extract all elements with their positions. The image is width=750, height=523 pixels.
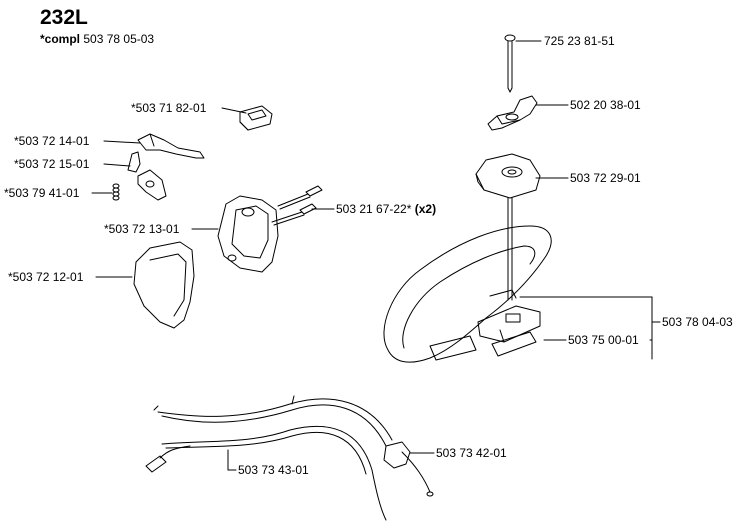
- handle-half-right-drawing: [217, 195, 279, 273]
- leader-p2: [221, 107, 247, 114]
- part-label-p10: *503 72 12-01: [8, 270, 84, 284]
- part-label-p1: 725 23 81-51: [544, 34, 615, 48]
- compl-prefix: *compl: [40, 32, 81, 46]
- compl-number: 503 78 05-03: [83, 32, 155, 46]
- part-label-p2: *503 71 82-01: [131, 101, 207, 115]
- handle-half-left-drawing: [133, 241, 195, 329]
- part-label-p14: 503 73 43-01: [238, 463, 309, 477]
- leader-p4: [103, 140, 141, 144]
- lockout-lever-drawing: [127, 151, 141, 173]
- part-label-p3: 502 20 38-01: [570, 98, 641, 112]
- part-label-p9: *503 72 13-01: [104, 222, 180, 236]
- long-screw-drawing: [504, 34, 516, 93]
- part-label-p5: *503 72 15-01: [14, 157, 90, 171]
- clamp-bracket-drawing: [477, 305, 541, 357]
- part-label-p7: *503 79 41-01: [4, 186, 80, 200]
- part-label-p11: 503 78 04-03: [662, 315, 733, 329]
- throttle-lever-drawing: [137, 133, 205, 159]
- spring-drawing: [112, 183, 120, 201]
- part-label-p6: 503 72 29-01: [570, 171, 641, 185]
- compl-line: *compl 503 78 05-03: [40, 32, 154, 46]
- part-label-p8: 503 21 67-22* (x2): [336, 202, 436, 216]
- part-qty-p8: (x2): [414, 202, 437, 216]
- part-label-p13: 503 73 42-01: [436, 446, 507, 460]
- loop-handle-drawing: [383, 225, 552, 363]
- part-label-p4: *503 72 14-01: [14, 134, 90, 148]
- cable-harness-drawing: [145, 395, 434, 521]
- wing-knob-drawing: [487, 95, 538, 131]
- part-number-p8: 503 21 67-22*: [336, 202, 412, 216]
- model-title: 232L: [40, 6, 88, 29]
- leader-p5: [103, 163, 131, 167]
- trigger-drawing: [137, 169, 167, 201]
- part-label-p12: 503 75 00-01: [568, 333, 639, 347]
- clamp-plate-drawing: [475, 153, 541, 237]
- screws-drawing: [271, 185, 323, 226]
- stop-switch-drawing: [239, 105, 273, 131]
